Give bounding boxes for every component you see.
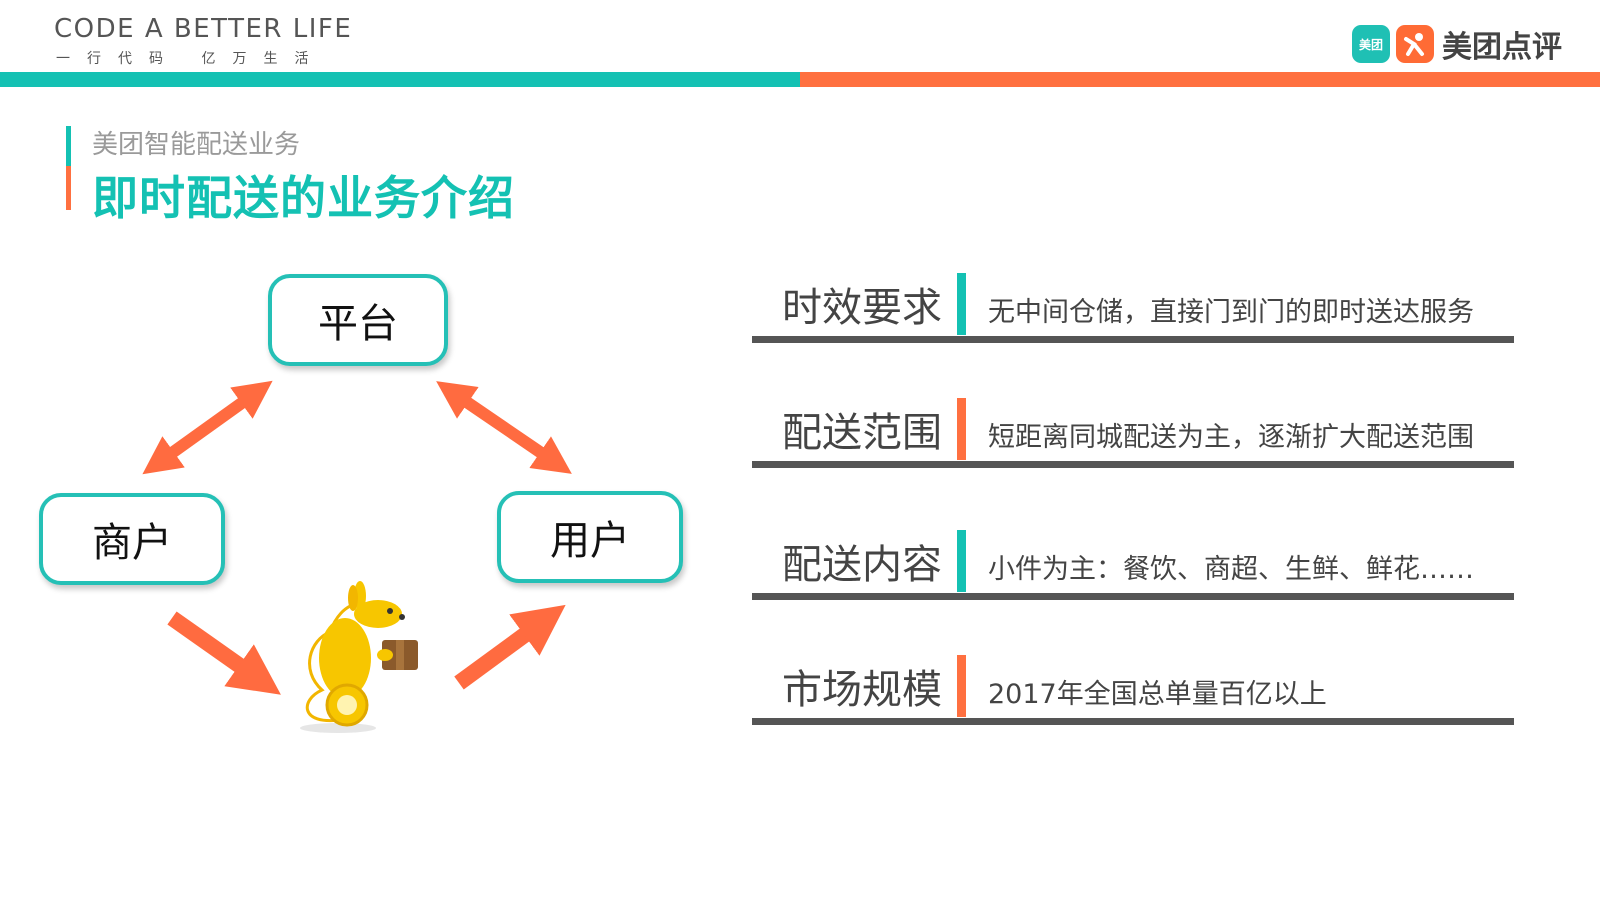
node-platform: 平台 <box>268 274 448 366</box>
feature-underline <box>752 461 1514 468</box>
feature-label: 配送内容 <box>782 542 942 588</box>
title-accent-orange <box>66 166 71 210</box>
title-accent-teal <box>66 126 71 166</box>
feature-label: 配送范围 <box>782 410 942 456</box>
feature-separator <box>957 530 966 592</box>
arrow-platform-user <box>436 381 572 474</box>
feature-underline <box>752 718 1514 725</box>
meituan-dianping-logo: 美团 美团点评 <box>1352 22 1562 66</box>
feature-row: 市场规模 2017年全国总单量百亿以上 <box>752 655 1514 725</box>
feature-separator <box>957 273 966 335</box>
logo-text: 美团点评 <box>1442 30 1562 65</box>
feature-underline <box>752 336 1514 343</box>
arrow-merchant-courier <box>167 611 281 695</box>
feature-desc: 无中间仓储，直接门到门的即时送达服务 <box>988 297 1474 328</box>
dianping-person-icon <box>1396 25 1434 63</box>
feature-separator <box>957 655 966 717</box>
node-merchant: 商户 <box>39 493 225 585</box>
feature-row: 配送范围 短距离同城配送为主，逐渐扩大配送范围 <box>752 398 1514 468</box>
header-bar-teal <box>0 72 800 87</box>
feature-label: 时效要求 <box>782 285 942 331</box>
feature-row: 时效要求 无中间仓储，直接门到门的即时送达服务 <box>752 273 1514 343</box>
feature-underline <box>752 593 1514 600</box>
section-subtitle: 美团智能配送业务 <box>92 130 301 160</box>
feature-desc: 短距离同城配送为主，逐渐扩大配送范围 <box>988 422 1474 453</box>
feature-separator <box>957 398 966 460</box>
arrow-courier-user <box>454 604 566 690</box>
brand-slogan-en: CODE A BETTER LIFE <box>54 14 353 44</box>
flow-diagram <box>142 380 572 733</box>
page-title: 即时配送的业务介绍 <box>92 171 515 225</box>
feature-desc: 2017年全国总单量百亿以上 <box>988 679 1327 710</box>
kangaroo-courier-icon <box>300 581 418 733</box>
feature-row: 配送内容 小件为主：餐饮、商超、生鲜、鲜花…… <box>752 530 1514 600</box>
header-bar-orange <box>800 72 1600 87</box>
feature-label: 市场规模 <box>782 667 942 713</box>
node-user: 用户 <box>497 491 683 583</box>
brand-slogan-cn: 一行代码 亿万生活 <box>56 51 326 67</box>
arrow-platform-merchant <box>142 380 273 475</box>
meituan-badge-icon: 美团 <box>1352 25 1390 63</box>
feature-desc: 小件为主：餐饮、商超、生鲜、鲜花…… <box>988 554 1474 585</box>
